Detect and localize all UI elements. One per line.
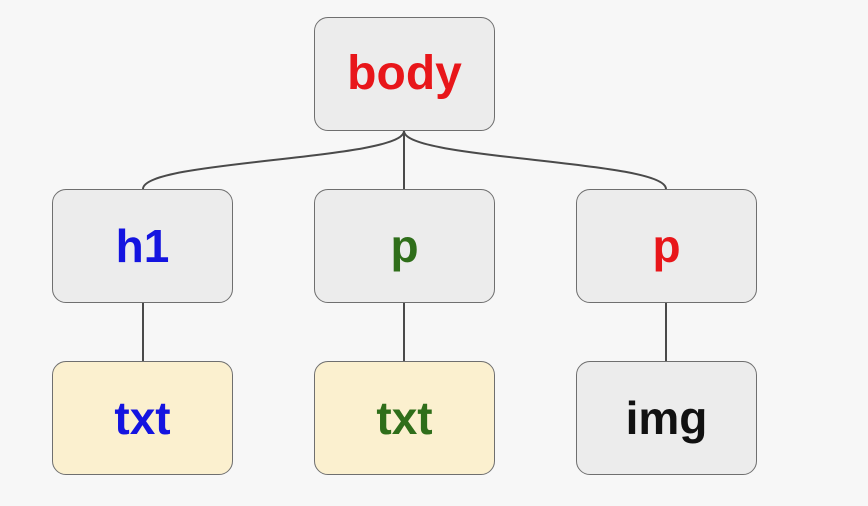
node-txt-left: txt [52, 361, 233, 475]
node-p-right: p [576, 189, 757, 303]
node-txt-middle: txt [314, 361, 495, 475]
edge-body-h1 [142, 130, 405, 190]
node-h1: h1 [52, 189, 233, 303]
node-body: body [314, 17, 495, 131]
node-p-middle: p [314, 189, 495, 303]
edge-body-p2 [403, 130, 667, 190]
node-img: img [576, 361, 757, 475]
